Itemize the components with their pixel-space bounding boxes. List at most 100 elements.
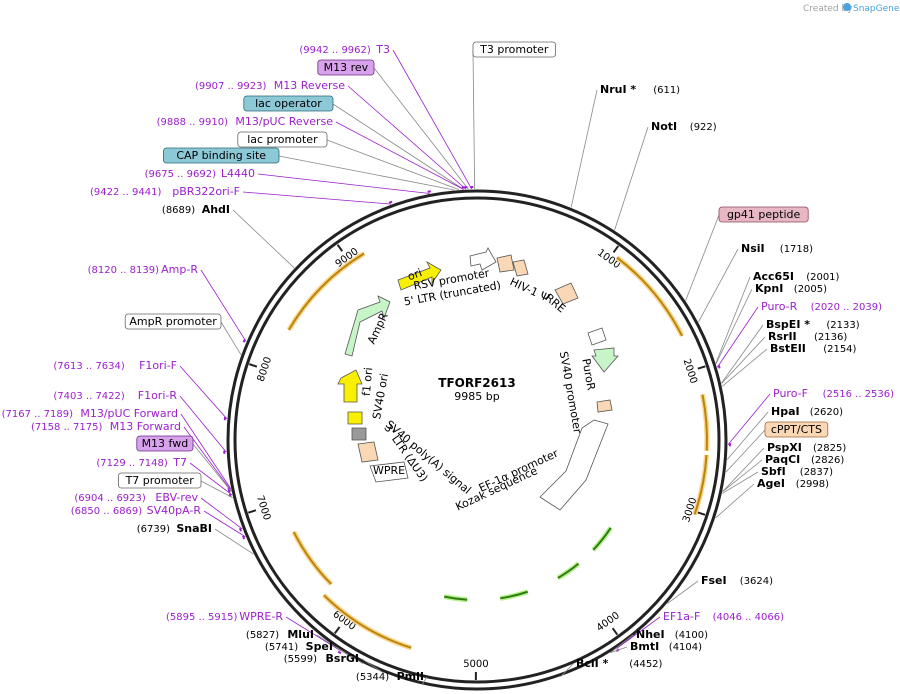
site-f1orir[interactable]: F1ori-R (7403 .. 7422) — [53, 389, 177, 402]
site-m13reverse[interactable]: M13 Reverse(9907 .. 9923) — [195, 79, 345, 92]
site-t3[interactable]: T3(9942 .. 9962) — [299, 43, 390, 56]
site-sbfi[interactable]: SbfI(2837) — [761, 465, 833, 478]
wpre-label-box — [369, 461, 409, 483]
site-m13fwdp[interactable]: M13 Forward(7158 .. 7175) — [31, 420, 181, 433]
site-snabi[interactable]: SnaBI(6739) — [137, 522, 212, 535]
arc-orange-3 — [693, 454, 708, 515]
site-t7p[interactable]: T7(7129 .. 7148) — [96, 456, 187, 469]
site-amprprom[interactable]: AmpR promoter — [124, 313, 222, 330]
ltr3-box — [351, 427, 367, 441]
site-l4440[interactable]: L4440(9675 .. 9692) — [145, 167, 255, 180]
leader-cppt — [725, 429, 766, 473]
site-m13rev[interactable]: M13 rev — [317, 59, 375, 76]
site-agei[interactable]: AgeI(2998) — [757, 477, 829, 490]
leader-nhei — [610, 634, 634, 653]
site-coord-f1orir: (7403 .. 7422) — [53, 391, 125, 402]
site-coord-nrui: (611) — [653, 85, 680, 96]
leader-cap — [278, 155, 455, 191]
arc-orange-1 — [616, 256, 683, 337]
site-coord-hpai: (2620) — [810, 407, 843, 418]
site-bsteii[interactable]: BstEII(2154) — [770, 342, 857, 355]
leader-paqci — [722, 459, 763, 493]
leader-ebv — [200, 497, 243, 530]
site-name-pmli: PmlI — [397, 670, 424, 683]
site-noti[interactable]: NotI(922) — [651, 120, 717, 133]
site-m13pucfwd[interactable]: M13/pUC Forward(7167 .. 7189) — [2, 407, 178, 420]
site-cppt[interactable]: cPPT/CTS — [764, 421, 829, 438]
site-pmli[interactable]: PmlI(5344) — [356, 670, 424, 683]
sv40-ori-arrow — [337, 369, 363, 403]
site-name-m13pucrev: M13/pUC Reverse — [235, 115, 333, 128]
site-bcli[interactable]: BclI *(4452) — [576, 657, 663, 670]
leader-m13pucrev — [335, 121, 464, 190]
site-coord-f1orif: (7613 .. 7634) — [53, 361, 125, 372]
plasmid-name: TFORF2613 — [438, 376, 515, 390]
site-pspxi[interactable]: PspXI(2825) — [767, 441, 846, 454]
site-hpai[interactable]: HpaI(2620) — [771, 405, 843, 418]
site-mlui[interactable]: MluI(5827) — [246, 628, 314, 641]
site-bmti[interactable]: BmtI(4104) — [630, 640, 702, 653]
site-name-m13reverse: M13 Reverse — [274, 79, 345, 92]
site-name-nsii: NsiI — [741, 242, 765, 255]
leader-l4440 — [257, 173, 430, 194]
site-m13fwd[interactable]: M13 fwd — [136, 435, 194, 452]
site-name-t7p: T7 — [172, 456, 187, 469]
leader-pmli — [421, 676, 428, 686]
site-ef1af[interactable]: EF1a-F(4046 .. 4066) — [663, 610, 784, 623]
leader-snabi — [214, 528, 254, 555]
site-nrui[interactable]: NruI *(611) — [600, 83, 680, 96]
leader-f1orir — [179, 395, 227, 453]
leader-mlui — [316, 634, 352, 658]
rsv-arrow — [469, 247, 497, 271]
site-purof[interactable]: Puro-F(2516 .. 2536) — [773, 387, 894, 400]
site-kpni[interactable]: KpnI(2005) — [755, 282, 827, 295]
tick-label-7000: 7000 — [254, 494, 272, 522]
arc-green-4 — [444, 595, 468, 601]
site-t3prom[interactable]: T3 promoter — [472, 41, 556, 58]
site-coord-snabi: (6739) — [137, 524, 170, 535]
site-fsei[interactable]: FseI(3624) — [701, 574, 773, 587]
site-bspei[interactable]: BspEI *(2133) — [766, 318, 860, 331]
tick-label-4000: 4000 — [595, 610, 622, 634]
site-amprprim[interactable]: Amp-R(8120 .. 8139) — [88, 263, 199, 276]
arc-green-2 — [557, 562, 580, 579]
arc-orange-5 — [292, 531, 332, 585]
site-rsrii[interactable]: RsrII(2136) — [768, 330, 847, 343]
site-nsii[interactable]: NsiI(1718) — [741, 242, 813, 255]
site-m13pucrev[interactable]: M13/pUC Reverse(9888 .. 9910) — [157, 115, 334, 128]
tick-4000 — [611, 627, 619, 636]
site-bsrgi[interactable]: BsrGI(5599) — [284, 652, 359, 665]
site-lacop[interactable]: lac operator — [243, 95, 334, 112]
site-nhei[interactable]: NheI(4100) — [636, 628, 708, 641]
site-gp41[interactable]: gp41 peptide — [718, 206, 809, 223]
feature-name-cppt: cPPT/CTS — [771, 423, 822, 436]
tick-6000 — [334, 626, 341, 634]
feature-box-cap — [162, 147, 280, 164]
site-wprer[interactable]: WPRE-R(5895 .. 5915) — [166, 610, 283, 623]
site-acc65i[interactable]: Acc65I(2001) — [753, 270, 840, 283]
leader-pspxi — [722, 447, 765, 492]
site-name-f1orir: F1ori-R — [138, 389, 178, 402]
site-spei[interactable]: SpeI(5741) — [265, 640, 333, 653]
site-pbr322[interactable]: pBR322ori-F(9422 .. 9441) — [90, 185, 240, 198]
site-coord-spei: (5741) — [265, 642, 298, 653]
site-purorp[interactable]: Puro-R(2020 .. 2039) — [761, 300, 882, 313]
site-name-f1orif: F1ori-F — [139, 359, 177, 372]
site-ahdi[interactable]: AhdI(8689) — [162, 203, 230, 216]
feature-box-lacop — [243, 95, 334, 112]
credit-prefix: Created by — [803, 4, 853, 14]
site-lacprom[interactable]: lac promoter — [237, 131, 328, 148]
site-name-m13fwdp: M13 Forward — [110, 420, 181, 433]
site-cap[interactable]: CAP binding site — [162, 147, 280, 164]
primer-mark-pbr322 — [388, 200, 393, 204]
feature-box-t7prom — [118, 472, 202, 489]
arc-orange-6 — [287, 252, 365, 331]
tick-8000 — [248, 363, 258, 368]
site-paqci[interactable]: PaqCI(2826) — [765, 453, 844, 466]
backbone-outer — [226, 189, 728, 691]
site-ebv[interactable]: EBV-rev(6904 .. 6923) — [74, 491, 198, 504]
site-t7prom[interactable]: T7 promoter — [118, 472, 202, 489]
site-f1orif[interactable]: F1ori-F (7613 .. 7634) — [53, 359, 177, 372]
tick-7000 — [247, 509, 257, 514]
site-sv40pa[interactable]: SV40pA-R(6850 .. 6869) — [71, 504, 202, 517]
